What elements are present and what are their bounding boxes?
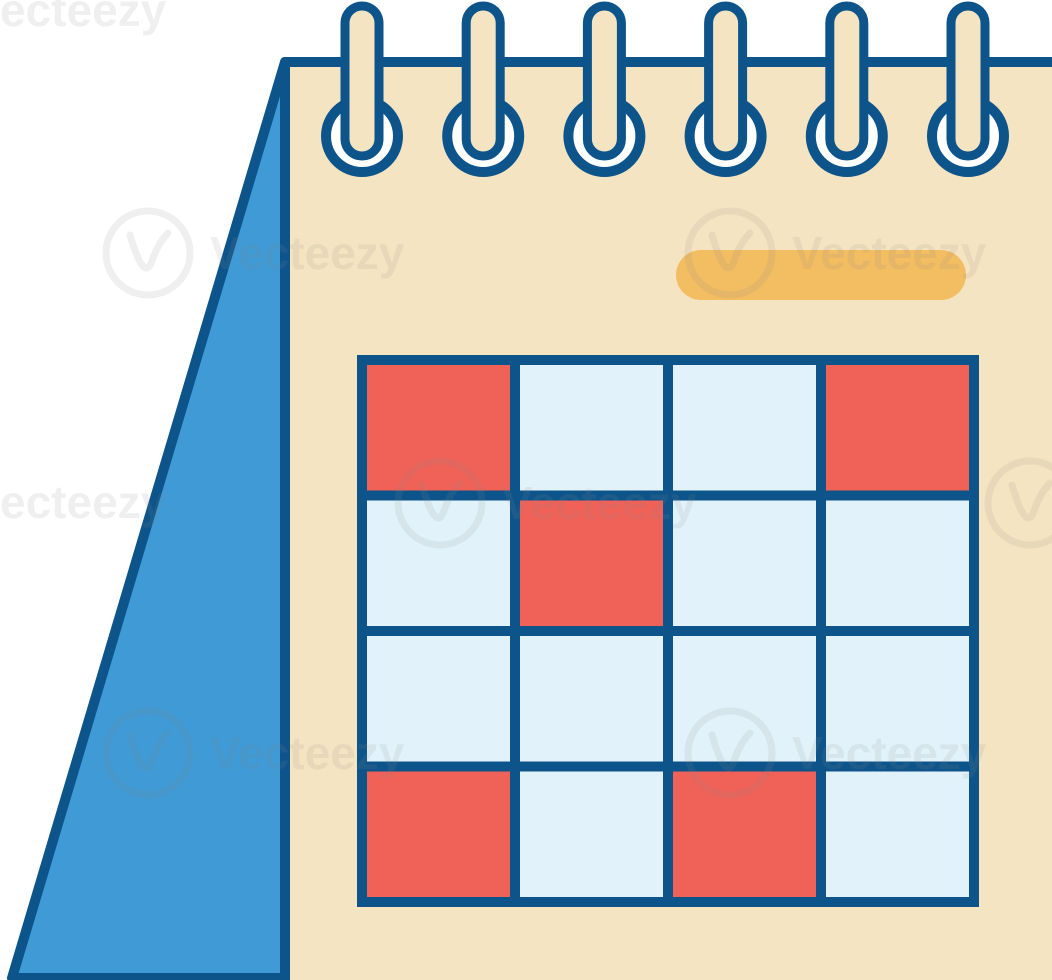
calendar-day-cell xyxy=(673,365,816,491)
watermark-text: Vecteezy xyxy=(792,227,987,279)
calendar-day-cell-highlighted xyxy=(673,771,816,897)
watermark-v-glyph xyxy=(708,229,754,272)
calendar-day-cell-highlighted xyxy=(520,500,663,626)
binder-ring xyxy=(321,1,403,177)
watermark: Vecteezy xyxy=(684,707,987,799)
calendar-day-cell xyxy=(367,500,510,626)
calendar-day-cell xyxy=(520,636,663,762)
watermark-logo-icon xyxy=(984,457,1052,549)
calendar-day-cell xyxy=(826,771,969,897)
watermark-v-glyph xyxy=(1008,479,1052,522)
ring-loop xyxy=(946,1,990,161)
month-header-bar xyxy=(676,250,966,300)
binder-ring xyxy=(927,1,1009,177)
watermark: Vecteezy xyxy=(102,207,405,299)
watermark-logo-icon xyxy=(102,207,194,299)
watermark-text: ecteezy xyxy=(0,476,167,528)
ring-loop xyxy=(461,1,505,161)
watermark-logo-icon xyxy=(684,207,776,299)
calendar-day-cell xyxy=(673,500,816,626)
watermark-text: Vecteezy xyxy=(210,227,405,279)
ring-loop xyxy=(825,1,869,161)
watermark-v-glyph xyxy=(126,729,172,772)
watermark-text: ecteezy xyxy=(0,0,167,36)
ring-loop xyxy=(704,1,748,161)
watermark: Vecteezy xyxy=(102,707,405,799)
watermark-text: Vecteezy xyxy=(210,727,405,779)
binder-ring xyxy=(684,1,767,177)
ring-loop xyxy=(340,1,384,161)
binder-ring xyxy=(442,1,525,177)
watermark-logo-icon xyxy=(102,707,194,799)
calendar-day-cell xyxy=(520,771,663,897)
calendar-day-cell-highlighted xyxy=(826,365,969,491)
watermark-logo-icon xyxy=(394,457,486,549)
watermark: Vecteezy xyxy=(984,457,1052,549)
ring-loop xyxy=(582,1,626,161)
calendar-day-cell xyxy=(826,636,969,762)
calendar-day-cell xyxy=(520,365,663,491)
binder-rings xyxy=(321,1,1009,177)
watermark-logo-icon xyxy=(684,707,776,799)
calendar-day-cell-highlighted xyxy=(367,365,510,491)
watermark-v-glyph xyxy=(708,729,754,772)
watermark-text: Vecteezy xyxy=(502,477,697,529)
watermark: Vecteezy xyxy=(684,207,987,299)
calendar-day-cell xyxy=(826,500,969,626)
calendar-day-cell-highlighted xyxy=(367,771,510,897)
watermark-v-glyph xyxy=(126,229,172,272)
watermark: Vecteezy xyxy=(394,457,697,549)
calendar-day-cell xyxy=(367,636,510,762)
binder-ring xyxy=(563,1,646,177)
binder-ring xyxy=(805,1,888,177)
calendar-day-cell xyxy=(673,636,816,762)
calendar-grid xyxy=(357,355,979,907)
watermark-text: Vecteezy xyxy=(792,727,987,779)
watermark-v-glyph xyxy=(418,479,464,522)
